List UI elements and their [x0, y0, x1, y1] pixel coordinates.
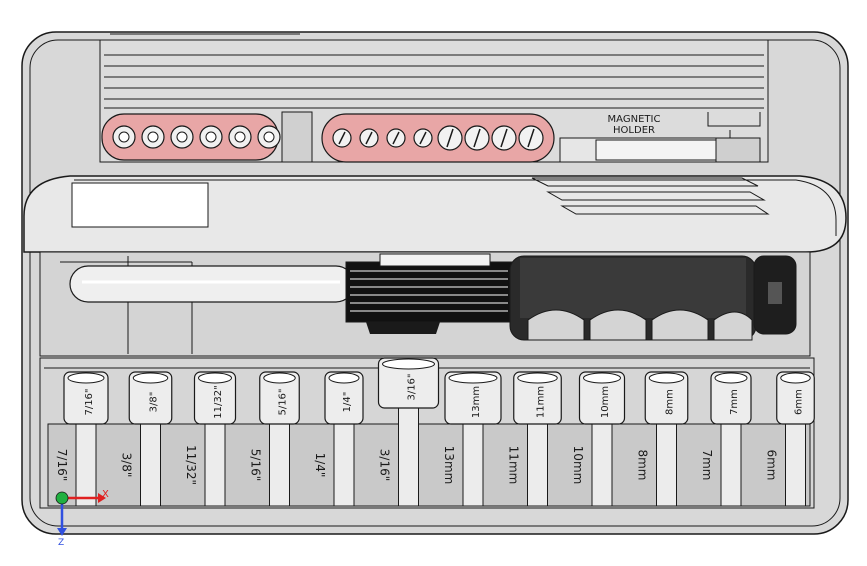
- hex-bit: [228, 125, 252, 149]
- magnetic-holder-label-line2: HOLDER: [613, 125, 655, 136]
- driver-shaft: [69, 265, 355, 303]
- axis-x-arrow: [98, 493, 106, 503]
- screwdriver-bit: [437, 125, 463, 151]
- magnetic-holder-label-line1: MAGNETIC: [608, 114, 661, 125]
- screwdriver-bit: [332, 128, 352, 148]
- screwdriver-bit: [518, 125, 544, 151]
- screwdriver-bit: [464, 125, 490, 151]
- socket-size-label: 8mm: [665, 389, 676, 415]
- slot-size-label: 7/16": [55, 449, 69, 481]
- socket-size-label: 13mm: [471, 386, 482, 418]
- handle-grip-lines: [531, 177, 770, 215]
- socket: 10mm 10mm: [571, 371, 626, 507]
- hex-bit: [199, 125, 223, 149]
- hex-bit: [170, 125, 194, 149]
- slot-size-label: 8mm: [636, 449, 650, 480]
- socket-size-label: 11mm: [536, 386, 547, 418]
- knurl-pattern: [350, 270, 508, 312]
- axis-z-label: Z: [58, 538, 64, 548]
- socket-size-label: 5/16": [278, 388, 289, 415]
- hex-bits-group: [112, 125, 281, 149]
- screwdriver-bits-group: [332, 125, 544, 151]
- socket-size-label: 3/8": [149, 392, 160, 413]
- socket: 11/32" 11/32": [184, 371, 237, 507]
- socket: 8mm 8mm: [636, 371, 689, 507]
- slot-size-label: 6mm: [765, 449, 779, 480]
- slot-size-label: 3/8": [120, 453, 134, 478]
- socket: 5/16" 5/16": [249, 371, 300, 507]
- socket-size-label: 1/4": [342, 392, 353, 413]
- slot-size-label: 5/16": [249, 449, 263, 481]
- handle-flutes: [527, 309, 753, 341]
- socket-size-label: 6mm: [794, 389, 805, 415]
- socket-size-label: 7/16": [84, 388, 95, 415]
- slot-size-label: 13mm: [442, 446, 456, 485]
- socket: 13mm 13mm: [442, 371, 502, 507]
- axis-z-arrow: [57, 528, 67, 536]
- screwdriver-bit: [359, 128, 379, 148]
- holder-clip: [707, 112, 761, 139]
- slot-size-label: 1/4": [313, 453, 327, 478]
- screwdriver-bit: [491, 125, 517, 151]
- socket-size-label: 10mm: [600, 386, 611, 418]
- slot-size-label: 7mm: [700, 449, 714, 480]
- magnetic-holder: [559, 137, 761, 163]
- socket-size-label: 3/16": [407, 373, 418, 400]
- socket: 7mm 7mm: [700, 371, 752, 507]
- hex-bit: [257, 125, 281, 149]
- slot-size-label: 3/16": [378, 449, 392, 481]
- socket-slot-rail: [47, 423, 811, 507]
- hex-bit: [112, 125, 136, 149]
- handle-bar: [23, 175, 847, 253]
- socket: 3/8" 3/8": [120, 371, 173, 507]
- screwdriver-bit: [386, 128, 406, 148]
- sockets-group: 7/16"7/16"3/8"3/8"11/32"11/32"5/16"5/16"…: [55, 357, 815, 507]
- socket-size-label: 11/32": [213, 385, 224, 418]
- handle-label-plate: [71, 182, 209, 228]
- socket: 1/4" 1/4": [313, 371, 364, 507]
- axis-triad[interactable]: X Z: [55, 489, 109, 548]
- socket: 7/16" 7/16": [55, 371, 109, 507]
- tray-ribs: [104, 54, 764, 109]
- tray-divider: [281, 111, 313, 163]
- socket: 11mm 11mm: [507, 371, 562, 507]
- hex-bit: [141, 125, 165, 149]
- slot-size-label: 11/32": [184, 445, 198, 485]
- socket: 6mm 6mm: [765, 371, 815, 507]
- screwdriver-bit: [413, 128, 433, 148]
- socket: 3/16" 3/16": [378, 357, 440, 507]
- slot-size-label: 10mm: [571, 446, 585, 485]
- axis-origin: [55, 491, 69, 505]
- axis-x-label: X: [102, 489, 109, 500]
- socket-size-label: 7mm: [729, 389, 740, 415]
- slot-size-label: 11mm: [507, 446, 521, 485]
